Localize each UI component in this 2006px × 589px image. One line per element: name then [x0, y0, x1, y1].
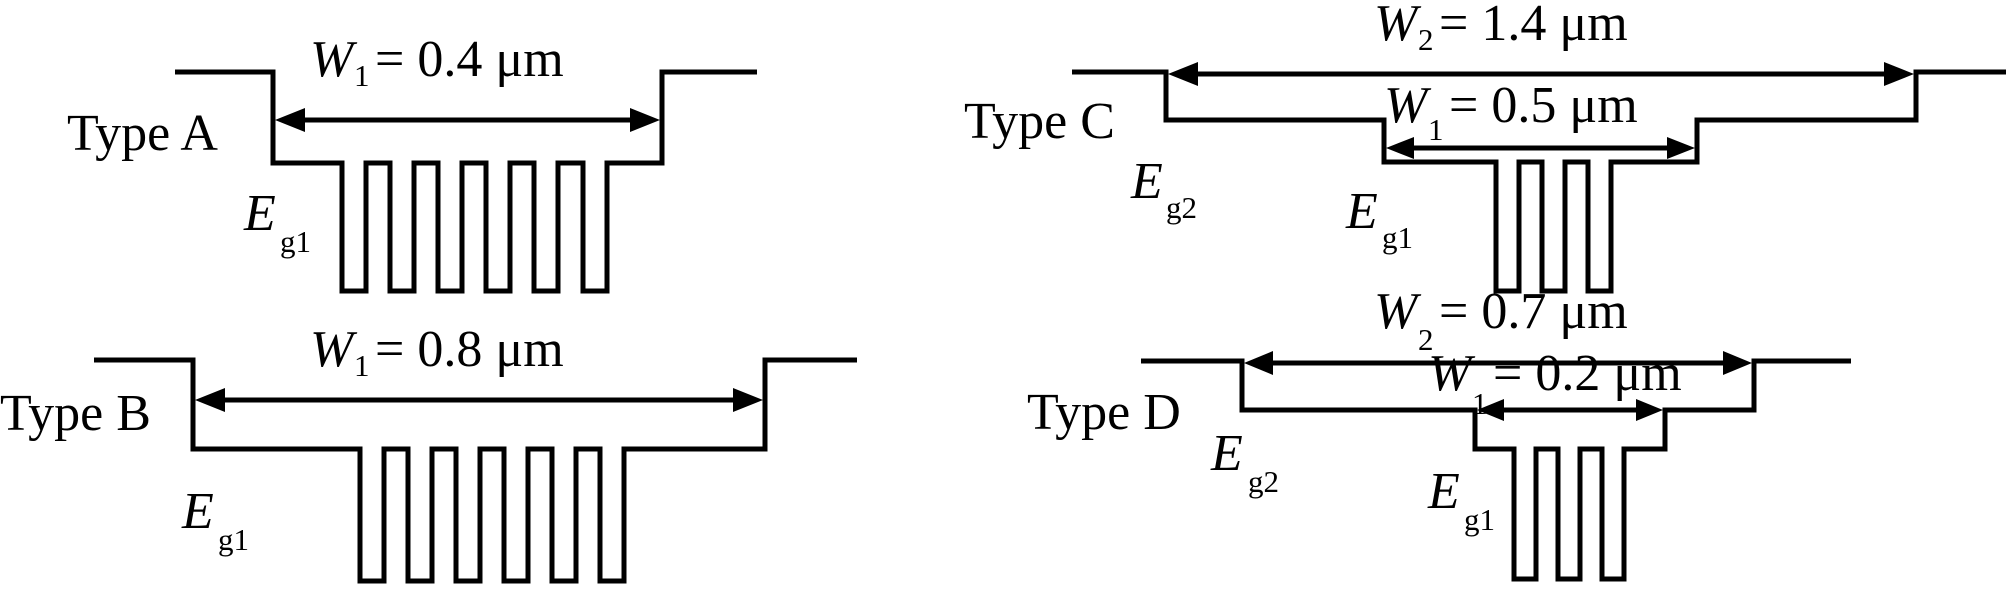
type-c-eg1-subscript: g1	[1382, 220, 1413, 255]
panel-type-c: Type C W 2 = 1.4 μm W 1 = 0.5 μm E g2 E …	[964, 0, 2006, 294]
type-d-w1-subscript: 1	[1472, 386, 1488, 421]
type-c-eg2-symbol: E	[1130, 153, 1163, 210]
type-c-w2-arrow	[1168, 62, 1914, 86]
type-c-w2-subscript: 2	[1418, 22, 1434, 57]
type-d-eg2-symbol: E	[1210, 425, 1243, 482]
type-c-eg2-subscript: g2	[1166, 190, 1197, 225]
type-a-eg1-symbol: E	[243, 185, 276, 242]
type-c-w2-symbol: W	[1374, 0, 1422, 52]
type-c-w1-symbol: W	[1384, 77, 1432, 134]
type-a-w1-value: = 0.4 μm	[375, 31, 564, 88]
type-d-w2-symbol: W	[1374, 283, 1422, 340]
panel-type-d: Type D W 2 = 0.7 μm W 1 = 0.2 μm E g2 E …	[1027, 283, 1851, 582]
type-b-eg1-subscript: g1	[218, 522, 249, 557]
type-c-w1-arrow	[1386, 137, 1695, 159]
type-b-w1-subscript: 1	[354, 348, 370, 383]
type-d-eg2-subscript: g2	[1248, 464, 1279, 499]
panel-type-b: Type B W 1 = 0.8 μm E g1	[0, 321, 857, 584]
type-d-w2-subscript: 2	[1418, 322, 1434, 357]
type-c-w1-value: = 0.5 μm	[1449, 77, 1638, 134]
type-c-band-edge	[1072, 69, 2006, 294]
type-d-eg1-subscript: g1	[1464, 502, 1495, 537]
type-a-w1-arrow	[275, 108, 660, 132]
type-d-band-edge	[1141, 358, 1851, 582]
type-a-label: Type A	[67, 105, 218, 162]
type-d-w1-value: = 0.2 μm	[1493, 345, 1682, 402]
type-a-eg1-subscript: g1	[280, 224, 311, 259]
type-c-w2-value: = 1.4 μm	[1439, 0, 1628, 52]
type-d-w2-value: = 0.7 μm	[1439, 283, 1628, 340]
type-a-w1-symbol: W	[310, 31, 358, 88]
type-d-w1-symbol: W	[1428, 345, 1476, 402]
type-c-w1-subscript: 1	[1428, 112, 1444, 147]
type-b-w1-value: = 0.8 μm	[375, 321, 564, 378]
type-b-band-edge	[94, 357, 857, 584]
type-d-eg1-symbol: E	[1427, 463, 1460, 520]
type-a-band-edge	[175, 69, 757, 294]
type-d-w1-arrow	[1477, 399, 1663, 421]
type-c-eg1-symbol: E	[1345, 183, 1378, 240]
type-b-label: Type B	[0, 385, 151, 442]
type-b-w1-arrow	[195, 388, 763, 412]
panel-type-a: Type A W 1 = 0.4 μm E g1	[67, 31, 757, 294]
type-a-w1-subscript: 1	[354, 58, 370, 93]
type-d-w2-arrow	[1244, 351, 1752, 375]
type-b-w1-symbol: W	[310, 321, 358, 378]
type-b-eg1-symbol: E	[181, 483, 214, 540]
type-d-label: Type D	[1027, 384, 1181, 441]
type-c-label: Type C	[964, 93, 1115, 150]
